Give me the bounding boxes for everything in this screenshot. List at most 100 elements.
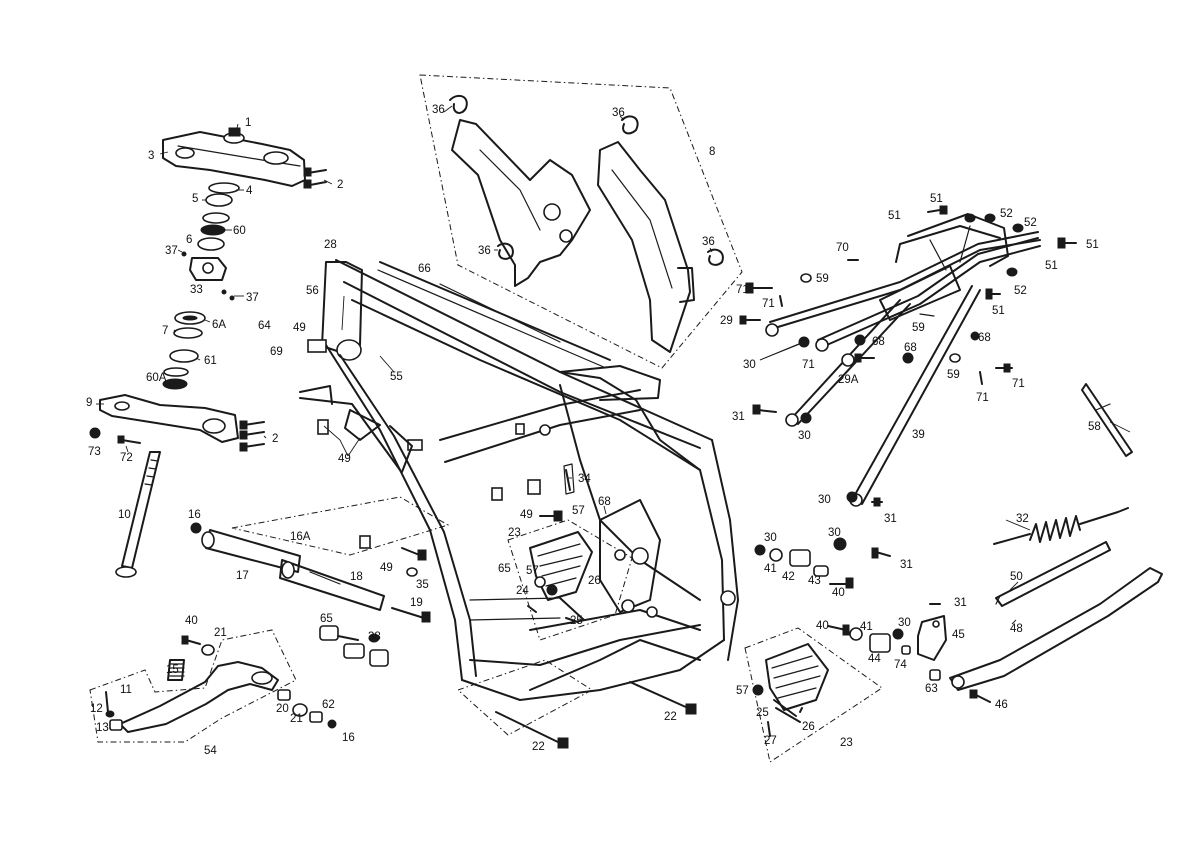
callout-label-68a: 68 bbox=[598, 496, 611, 508]
callout-label-58: 58 bbox=[1088, 421, 1101, 433]
callout-label-30b: 30 bbox=[798, 430, 811, 442]
callout-label-20: 20 bbox=[276, 703, 289, 715]
callout-label-52a: 52 bbox=[1000, 208, 1013, 220]
callout-label-45: 45 bbox=[952, 629, 965, 641]
callout-label-71d: 71 bbox=[1012, 378, 1025, 390]
callout-label-2: 2 bbox=[337, 179, 343, 191]
callout-label-17: 17 bbox=[236, 570, 249, 582]
callout-label-25b: 25 bbox=[756, 707, 769, 719]
footpegs bbox=[527, 531, 829, 737]
callout-label-68c: 68 bbox=[978, 332, 991, 344]
callout-label-57b: 57 bbox=[526, 565, 539, 577]
main-frame bbox=[299, 259, 739, 701]
callout-label-41b: 41 bbox=[860, 621, 873, 633]
callout-label-39: 39 bbox=[912, 429, 925, 441]
callout-label-70: 70 bbox=[836, 242, 849, 254]
callout-label-22b: 22 bbox=[532, 741, 545, 753]
callout-label-9: 9 bbox=[86, 397, 92, 409]
callout-label-6a: 6A bbox=[212, 319, 226, 331]
callout-label-51d: 51 bbox=[1045, 260, 1058, 272]
group-outlines bbox=[89, 74, 883, 763]
callout-label-60: 60 bbox=[233, 225, 246, 237]
callout-label-16a: 16A bbox=[290, 531, 311, 543]
leader-lines bbox=[96, 105, 1131, 625]
callout-label-30d: 30 bbox=[828, 527, 841, 539]
callout-label-54: 54 bbox=[204, 745, 217, 757]
callout-label-5: 5 bbox=[192, 193, 198, 205]
callout-label-49b: 49 bbox=[380, 562, 393, 574]
steering-assembly bbox=[89, 127, 327, 578]
rear-subframe bbox=[739, 205, 1077, 507]
long-bolts bbox=[495, 681, 803, 749]
callout-label-51a: 51 bbox=[930, 193, 943, 205]
callout-label-68d: 68 bbox=[904, 342, 917, 354]
callout-label-62: 62 bbox=[322, 699, 335, 711]
callout-label-57a: 57 bbox=[572, 505, 585, 517]
callout-label-66: 66 bbox=[418, 263, 431, 275]
callout-label-52c: 52 bbox=[1014, 285, 1027, 297]
callout-label-3: 3 bbox=[148, 150, 154, 162]
callout-label-21b: 21 bbox=[290, 713, 303, 725]
callout-label-36a: 36 bbox=[432, 104, 445, 116]
callout-label-16b: 16 bbox=[342, 732, 355, 744]
callout-label-34: 34 bbox=[578, 473, 591, 485]
callout-label-49c: 49 bbox=[338, 453, 351, 465]
callout-label-30e: 30 bbox=[764, 532, 777, 544]
callout-label-30f: 30 bbox=[898, 617, 911, 629]
callout-label-7: 7 bbox=[162, 325, 168, 337]
callout-label-31a: 31 bbox=[732, 411, 745, 423]
callout-label-49d: 49 bbox=[520, 509, 533, 521]
callout-label-13: 13 bbox=[96, 722, 109, 734]
callout-label-8: 8 bbox=[709, 146, 715, 158]
callout-label-71e: 71 bbox=[976, 392, 989, 404]
callout-label-51e: 51 bbox=[992, 305, 1005, 317]
callout-label-72: 72 bbox=[120, 452, 133, 464]
callout-label-30a: 30 bbox=[743, 359, 756, 371]
callout-label-61: 61 bbox=[204, 355, 217, 367]
callout-label-52b: 52 bbox=[1024, 217, 1037, 229]
callout-label-1: 1 bbox=[245, 117, 251, 129]
callout-label-71a: 71 bbox=[736, 284, 749, 296]
callout-label-35: 35 bbox=[416, 579, 429, 591]
callout-label-33: 33 bbox=[190, 284, 203, 296]
callout-label-55: 55 bbox=[390, 371, 403, 383]
callout-label-16: 16 bbox=[188, 509, 201, 521]
callout-label-21a: 21 bbox=[214, 627, 227, 639]
callout-label-46: 46 bbox=[995, 699, 1008, 711]
callout-label-36c: 36 bbox=[478, 245, 491, 257]
callout-label-64: 64 bbox=[258, 320, 271, 332]
callout-label-11: 11 bbox=[120, 684, 132, 696]
callout-label-40a: 40 bbox=[185, 615, 198, 627]
callout-label-27: 27 bbox=[764, 735, 777, 747]
callout-label-49a: 49 bbox=[293, 322, 306, 334]
callout-label-65a: 65 bbox=[498, 563, 511, 575]
callout-label-22a: 22 bbox=[664, 711, 677, 723]
callout-label-37b: 37 bbox=[246, 292, 259, 304]
brake-pedal bbox=[105, 635, 337, 733]
callout-label-10: 10 bbox=[118, 509, 131, 521]
callout-label-71c: 71 bbox=[802, 359, 815, 371]
callout-label-29: 29 bbox=[720, 315, 733, 327]
callout-label-59c: 59 bbox=[947, 369, 960, 381]
callout-label-60a: 60A bbox=[146, 372, 167, 384]
callout-label-6: 6 bbox=[186, 234, 192, 246]
callout-label-65b: 65 bbox=[320, 613, 333, 625]
callout-label-57c: 57 bbox=[736, 685, 749, 697]
callout-label-44: 44 bbox=[868, 653, 881, 665]
callout-label-36d: 36 bbox=[702, 236, 715, 248]
callout-label-15: 15 bbox=[166, 664, 179, 676]
callout-label-59a: 59 bbox=[816, 273, 829, 285]
callout-label-23b: 23 bbox=[840, 737, 853, 749]
callout-label-38: 38 bbox=[368, 631, 381, 643]
callout-label-4: 4 bbox=[246, 185, 253, 197]
frame-cables bbox=[377, 261, 611, 369]
callout-label-40c: 40 bbox=[816, 620, 829, 632]
callout-label-37: 37 bbox=[165, 245, 178, 257]
callout-label-63: 63 bbox=[925, 683, 938, 695]
callout-label-28: 28 bbox=[324, 239, 337, 251]
callout-labels: 1 2 2 3 4 5 60 6 37 33 37 6A 7 61 60A 64… bbox=[86, 104, 1101, 757]
callout-label-25a: 25 bbox=[570, 615, 583, 627]
callout-label-30c: 30 bbox=[818, 494, 831, 506]
axle-and-bushings bbox=[190, 522, 431, 667]
